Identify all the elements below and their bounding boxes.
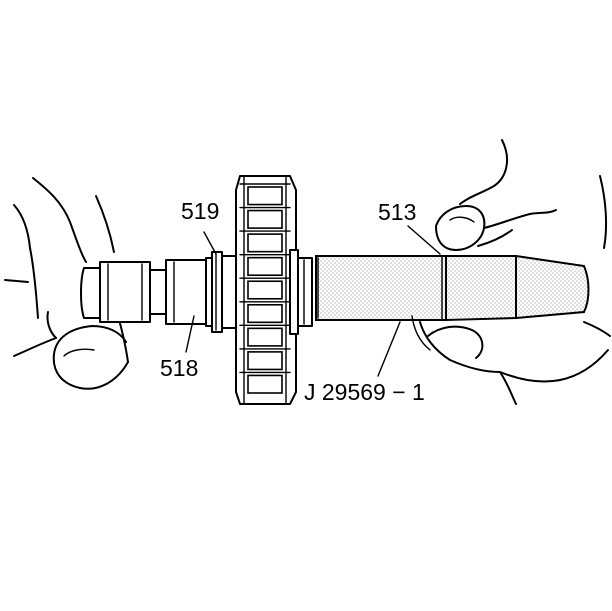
callout-519: 519 [181,198,219,224]
callout-tool-j29569: J 29569 − 1 [304,379,425,405]
gear-tooth [247,327,283,347]
gear-tooth [247,303,283,324]
gear-tooth [247,186,283,206]
gear-tooth [247,256,283,277]
right-hand [411,139,611,405]
gear-tooth [247,280,283,300]
installer-tool-j29569 [315,254,590,322]
shaft-518 [80,257,213,327]
gear-tooth [247,351,283,371]
gear-tooth [247,209,283,229]
leader-lines [185,225,441,377]
gear-tooth [247,233,283,253]
callout-518: 518 [160,355,198,381]
gear-tooth [247,374,283,394]
gear [235,175,313,405]
callout-513: 513 [378,199,416,225]
